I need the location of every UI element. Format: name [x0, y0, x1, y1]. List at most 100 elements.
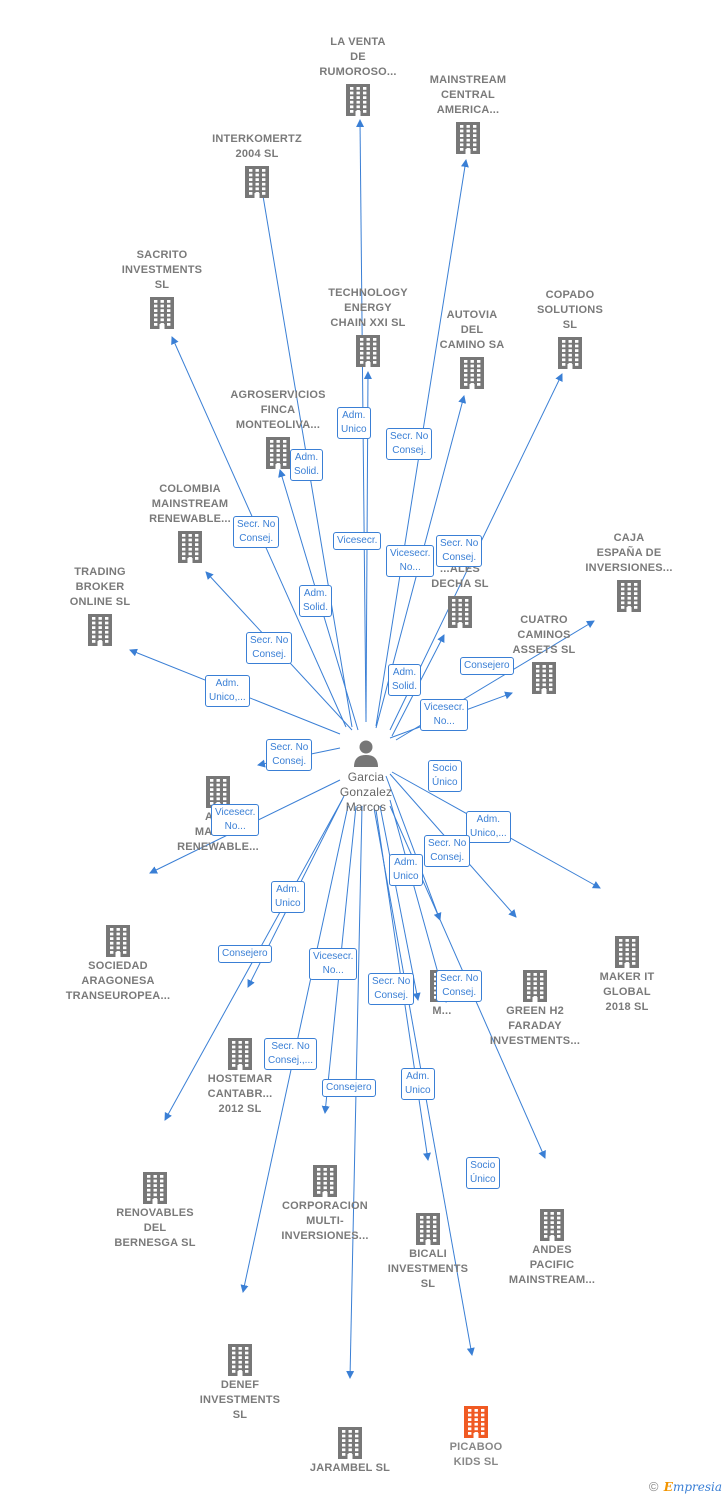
relationship-label[interactable]: Consejero — [460, 657, 514, 675]
building-icon — [178, 531, 202, 563]
relationship-label[interactable]: Adm.Solid. — [290, 449, 324, 481]
building-icon — [266, 437, 290, 469]
building-icon — [346, 84, 370, 116]
building-icon — [106, 925, 130, 957]
building-icon — [540, 1209, 564, 1241]
building-icon — [88, 614, 112, 646]
building-icon — [615, 936, 639, 968]
relationship-label[interactable]: Adm.Unico,... — [466, 811, 511, 843]
relationship-label[interactable]: Adm.Unico — [337, 407, 371, 439]
relationship-label[interactable]: Adm.Unico,... — [205, 675, 250, 707]
copyright-symbol: © — [648, 1479, 659, 1494]
relationship-label[interactable]: Adm.Unico — [271, 881, 305, 913]
relationship-label[interactable]: Vicesecr.No... — [309, 948, 358, 980]
relationship-label[interactable]: Consejero — [322, 1079, 376, 1097]
building-icon — [150, 297, 174, 329]
company-label: M... — [432, 1005, 452, 1017]
relationship-label[interactable]: Consejero — [218, 945, 272, 963]
building-icon — [448, 596, 472, 628]
edge-line — [385, 775, 442, 921]
building-icon — [245, 166, 269, 198]
building-icon — [532, 662, 556, 694]
relationship-label[interactable]: Vicesecr.No... — [211, 804, 260, 836]
building-icon — [416, 1213, 440, 1245]
relationship-label[interactable]: Vicesecr.No... — [420, 699, 469, 731]
edge-line — [389, 799, 448, 1003]
building-icon — [523, 970, 547, 1002]
company-label: JARAMBEL SL — [309, 1462, 391, 1474]
person-icon — [354, 740, 378, 767]
building-icon — [617, 580, 641, 612]
building-icon — [338, 1427, 362, 1459]
company-node-jarambel[interactable]: JARAMBEL SL — [290, 1423, 410, 1476]
relationship-label[interactable]: Vicesecr. — [333, 532, 382, 550]
relationship-label[interactable]: Adm.Solid. — [299, 585, 333, 617]
building-icon — [558, 337, 582, 369]
building-icon — [228, 1038, 252, 1070]
building-icon — [456, 122, 480, 154]
brand-logo: Empresia — [663, 1480, 722, 1494]
relationship-label[interactable]: Vicesecr.No... — [386, 545, 435, 577]
relationship-label[interactable]: Adm.Solid. — [388, 664, 422, 696]
relationship-label[interactable]: Adm.Unico — [401, 1068, 435, 1100]
relationship-label[interactable]: Adm.Unico — [389, 854, 423, 886]
footer-brand: © Empresia — [649, 1479, 722, 1494]
building-icon — [313, 1165, 337, 1197]
building-icon — [143, 1172, 167, 1204]
